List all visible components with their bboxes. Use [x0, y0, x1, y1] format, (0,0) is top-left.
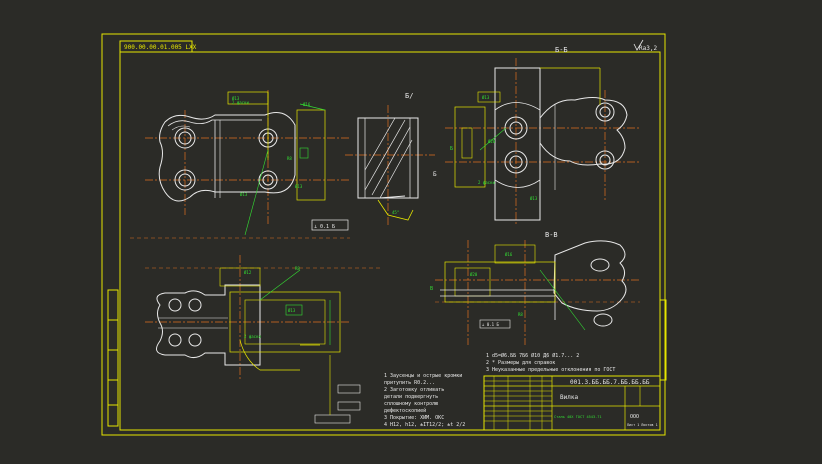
svg-text:R8: R8 [518, 312, 523, 317]
binding-strip [107, 289, 119, 427]
note-bottom-5: сплошному контролю [384, 401, 438, 407]
title-sheet-info: Лист 1 Листов 1 [627, 423, 658, 427]
notes-right: 1 d5=Ø6.ББ 7Б6 Ø10 Д6 Ø1.7... 2 2 * Разм… [486, 352, 615, 373]
stamp-text: 900.00.00.01.005 LXX [124, 44, 197, 51]
svg-text:Ø13: Ø13 [530, 196, 538, 201]
svg-text:Ø13: Ø13 [288, 308, 296, 313]
title-name: Вилка [560, 394, 578, 401]
title-designation: 001.3.ББ.ББ.7.ББ.ББ.ББ [570, 379, 650, 386]
note-bottom-8: 4 Н12, h12, ±IT12/2; ±t 2/2 [384, 422, 465, 428]
note-bottom-7: 3 Покрытие: ХИМ. ОКС [384, 415, 444, 421]
section-view-bottom-right: В-В ⊥ 0.1 Б Ø16 Ø20 R8 В [430, 231, 640, 345]
title-material: Сталь 40Х ГОСТ 4543-71 [554, 415, 602, 419]
svg-text:В: В [430, 286, 433, 292]
outer-frame [101, 33, 666, 436]
svg-text:Ø16: Ø16 [303, 102, 311, 107]
svg-text:2 фаски: 2 фаски [244, 334, 261, 339]
svg-text:45°: 45° [392, 210, 399, 215]
view-label-c: В-В [545, 231, 558, 239]
svg-text:Ø13: Ø13 [295, 184, 303, 189]
svg-text:⊥ 0.1 Б: ⊥ 0.1 Б [314, 224, 335, 230]
bottom-view-left: Ø13 Ø12 2 фаски R8 [145, 255, 380, 424]
side-view-right: Б-Б Ø13 Ø20 2 фаски Ø13 Б [445, 46, 640, 225]
svg-text:Ø12: Ø12 [244, 270, 252, 275]
svg-text:2 фаски: 2 фаски [478, 180, 495, 185]
svg-text:Б: Б [433, 171, 437, 178]
svg-text:Ø13: Ø13 [240, 192, 248, 197]
svg-text:Ø13: Ø13 [232, 96, 240, 101]
svg-text:⊥ 0.1 Б: ⊥ 0.1 Б [482, 322, 499, 327]
svg-text:Б: Б [450, 146, 453, 152]
note-bottom-6: дефектоскопией [384, 408, 426, 414]
inner-frame [119, 51, 661, 431]
svg-text:Ø20: Ø20 [470, 272, 478, 277]
svg-text:R8: R8 [295, 266, 300, 271]
roughness-mark: Ra3,2 [639, 45, 657, 52]
front-view: Ø16 Ø13 2 фаски R8 Ø13 Ø13 ⊥ 0.1 Б [130, 90, 350, 239]
note-right-1: 1 d5=Ø6.ББ 7Б6 Ø10 Д6 Ø1.7... 2 [486, 352, 579, 359]
svg-text:2 фаски: 2 фаски [232, 100, 249, 105]
svg-text:Ø13: Ø13 [482, 95, 490, 100]
view-label-a: Б/ [405, 92, 413, 100]
notes-bottom: 1 Заусенцы и острые кромки притупить R0.… [384, 373, 465, 428]
svg-text:Ø20: Ø20 [488, 139, 496, 144]
title-block: 001.3.ББ.ББ.7.ББ.ББ.ББ Вилка Сталь 40Х Г… [483, 375, 661, 431]
svg-text:R8: R8 [287, 156, 292, 161]
note-bottom-3: 2 Заготовку отливать [384, 387, 444, 393]
view-label-b: Б-Б [555, 46, 568, 54]
designation-stamp [119, 40, 193, 53]
svg-text:Ø16: Ø16 [505, 252, 513, 257]
note-bottom-1: 1 Заусенцы и острые кромки [384, 373, 462, 379]
note-bottom-2: притупить R0.2... [384, 380, 435, 386]
note-right-3: 3 Неуказанные предельные отклонения по Г… [486, 367, 615, 373]
note-bottom-4: детали подвергнуть [384, 394, 438, 400]
section-view-middle: 45° Б/ Б [345, 92, 437, 225]
note-right-2: 2 * Размеры для справок [486, 360, 555, 366]
title-org: ООО [630, 414, 639, 420]
